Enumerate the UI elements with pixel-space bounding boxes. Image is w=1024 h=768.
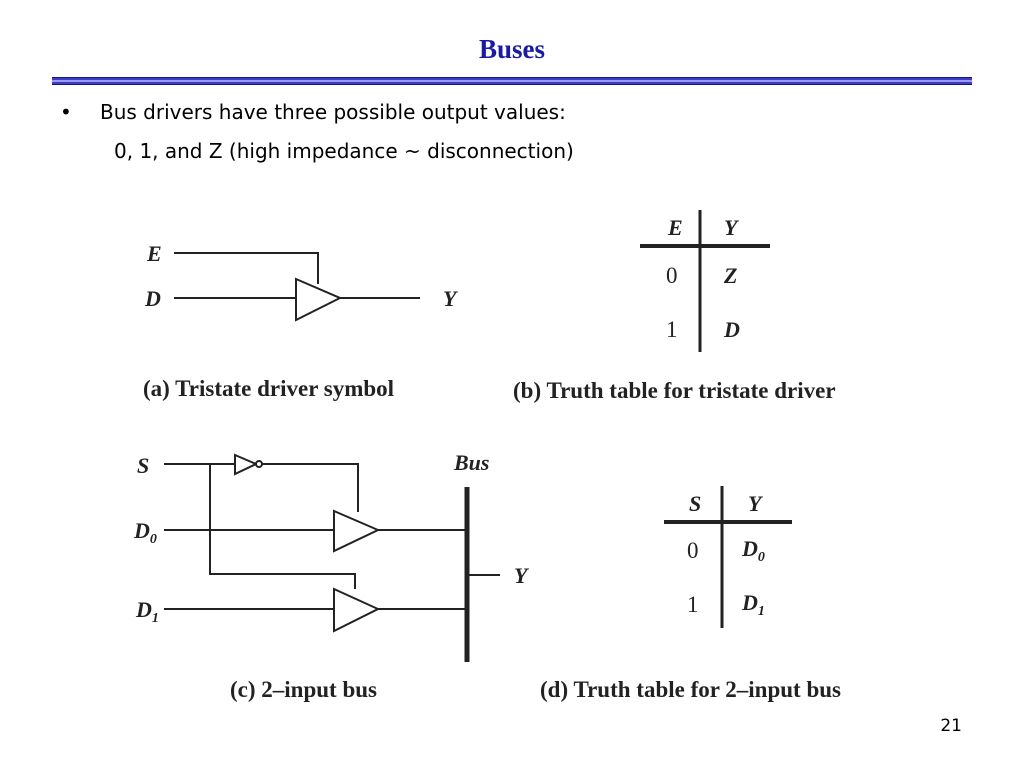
d1-label-main: D: [135, 597, 152, 622]
bullet-subtext: 0, 1, and Z (high impedance ~ disconnect…: [114, 139, 574, 163]
inverter-bubble: [255, 460, 263, 468]
bullet-text: Bus drivers have three possible output v…: [100, 100, 566, 124]
truth-table-b-header-e: E: [667, 215, 683, 240]
d0-label: D0: [133, 518, 157, 547]
truth-table-d-row1-y-main: D: [741, 536, 758, 561]
truth-table-b-grid: [640, 210, 770, 352]
truth-table-d-grid: [664, 486, 792, 628]
output-label: Y: [443, 286, 459, 311]
truth-table-d-row2-y-main: D: [741, 590, 758, 615]
data-input-label: D: [144, 286, 161, 311]
bus-label: Bus: [453, 450, 489, 475]
d0-label-main: D: [133, 518, 150, 543]
title-divider: [52, 77, 972, 85]
bus-output-label: Y: [514, 563, 530, 588]
truth-table-b-header-y: Y: [724, 215, 740, 240]
d0-label-subscript: 0: [150, 532, 157, 547]
truth-table-d-header-s: S: [689, 491, 701, 516]
inverted-select-wire: [262, 463, 359, 512]
enable-wire: [174, 252, 319, 284]
tristate-buffer-triangle: [295, 277, 343, 322]
inverter-triangle: [234, 453, 259, 476]
truth-table-b-row1-y: Z: [723, 263, 737, 288]
truth-table-b-row2-y: D: [723, 317, 740, 342]
truth-table-d-row2-s: 1: [687, 592, 699, 617]
select-label: S: [137, 453, 149, 478]
enable-label: E: [146, 241, 162, 266]
bullet-marker: •: [60, 100, 72, 124]
caption-d: (d) Truth table for 2–input bus: [540, 677, 841, 702]
d1-label-subscript: 1: [152, 611, 159, 626]
tristate-buffer-d0: [333, 509, 381, 553]
truth-table-d-header-y: Y: [748, 491, 764, 516]
caption-c: (c) 2–input bus: [230, 677, 377, 702]
tristate-driver-symbol: [174, 252, 420, 322]
slide-title: Buses: [478, 34, 546, 64]
caption-b: (b) Truth table for tristate driver: [513, 378, 836, 403]
truth-table-d-row1-y-subscript: 0: [758, 550, 765, 565]
truth-table-b-row2-e: 1: [666, 317, 678, 342]
truth-table-d-row1-s: 0: [687, 538, 699, 563]
truth-table-b-row1-e: 0: [666, 263, 678, 288]
caption-a: (a) Tristate driver symbol: [143, 376, 394, 401]
truth-table-d-row1-y: D0: [741, 536, 765, 565]
select-branch-wire: [209, 464, 356, 589]
page-number: 21: [940, 716, 962, 736]
tristate-buffer-d1: [333, 587, 381, 633]
truth-table-d-row2-y: D1: [741, 590, 765, 619]
d1-label: D1: [135, 597, 159, 626]
two-input-bus-circuit: [164, 453, 500, 662]
truth-table-d-row2-y-subscript: 1: [758, 604, 765, 619]
title-divider-highlight: [52, 80, 972, 82]
